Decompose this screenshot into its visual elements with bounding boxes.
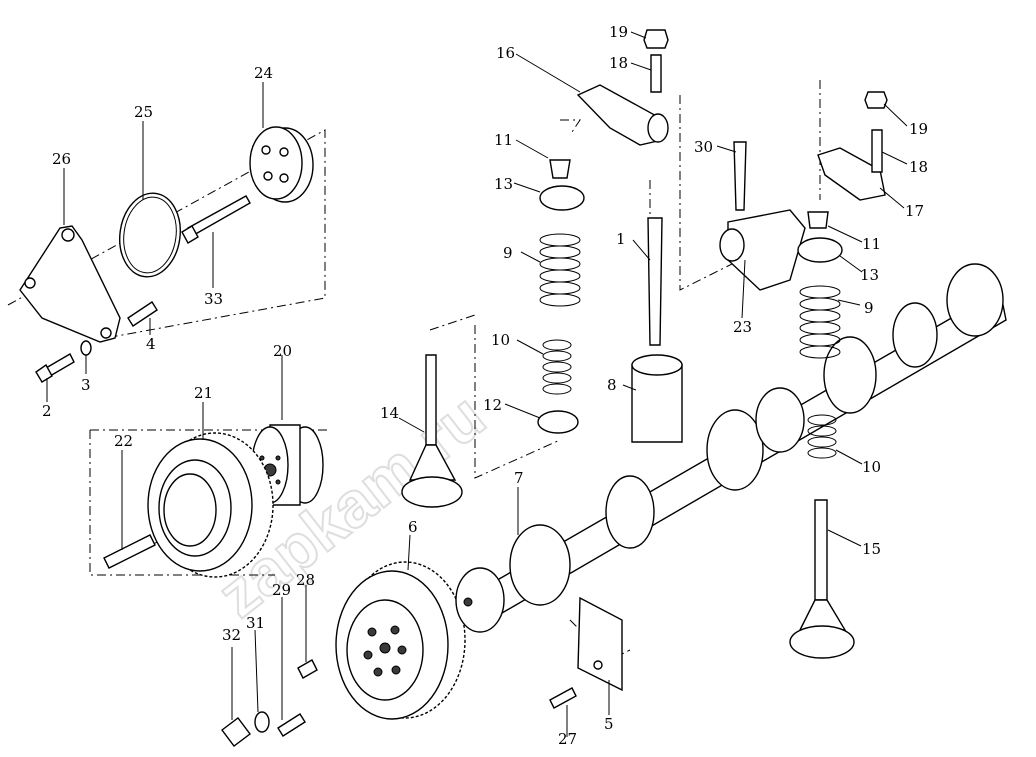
spring-seat-part-13b [797,237,843,263]
push-rod-part-1 [647,217,663,346]
spring-washer-part-12 [537,410,579,434]
camshaft-part-7 [455,263,1007,633]
label-18a: 18 [609,54,628,72]
label-32: 32 [222,626,241,644]
valve-spring-part-9 [539,233,581,307]
label-2: 2 [42,402,52,420]
label-15: 15 [862,540,881,558]
valve-cap-part-11b [807,211,829,229]
label-13a: 13 [494,175,513,193]
washer-part-31 [254,711,270,733]
label-31: 31 [246,614,265,632]
inner-spring-part-10 [542,339,572,395]
tappet-part-8 [631,354,683,443]
leader-lines [46,31,908,737]
label-26: 26 [52,150,71,168]
adjust-screw-part-18b [871,129,883,173]
pin-part-28 [297,659,318,679]
label-24: 24 [254,64,273,82]
label-16: 16 [496,44,515,62]
rocker-arm-part-17 [817,147,886,201]
bolt-part-30 [733,141,747,211]
bolt-part-29 [277,713,306,737]
label-14: 14 [380,404,399,422]
o-ring-part-25 [119,192,181,278]
label-12: 12 [483,396,502,414]
sleeve-part-20 [251,424,324,506]
gear-part-21 [147,432,274,578]
thrust-plate-part-5 [577,596,623,692]
label-22: 22 [114,432,133,450]
cover-plate-part-26 [19,225,121,343]
label-21: 21 [194,384,213,402]
nut-part-19b [864,91,888,109]
label-19a: 19 [609,23,628,41]
label-3: 3 [81,376,91,394]
label-23: 23 [733,318,752,336]
label-17: 17 [905,202,924,220]
label-18b: 18 [909,158,928,176]
nut-part-19 [643,29,669,49]
label-20: 20 [273,342,292,360]
label-11a: 11 [494,131,513,149]
label-4: 4 [146,335,156,353]
pin-part-22 [103,534,156,569]
label-10a: 10 [491,331,510,349]
label-10b: 10 [862,458,881,476]
valve-part-14 [401,354,463,508]
valve-cap-part-11 [549,159,571,179]
label-9a: 9 [503,244,513,262]
adjust-screw-part-18 [650,54,662,93]
flange-part-24 [249,126,314,203]
stud-part-4 [127,301,158,327]
bolt-part-27 [549,687,577,709]
label-1: 1 [616,230,626,248]
part-labels: 1 2 3 4 5 6 7 8 9 9 10 10 11 11 12 13 13… [42,23,928,748]
label-7: 7 [514,469,524,487]
inner-spring-part-10b [807,414,837,459]
label-5: 5 [604,715,614,733]
valve-part-15 [789,499,855,659]
label-28: 28 [296,571,315,589]
rocker-bracket-part-23 [719,209,806,291]
label-27: 27 [558,730,577,748]
bolt-part-32 [221,717,251,747]
washer-part-3 [80,340,92,356]
spring-seat-part-13 [539,185,585,211]
label-13b: 13 [860,266,879,284]
bolt-part-33 [181,195,251,244]
label-29: 29 [272,581,291,599]
label-25: 25 [134,103,153,121]
label-11b: 11 [862,235,881,253]
valve-spring-part-9b [799,285,841,359]
label-9b: 9 [864,299,874,317]
label-19b: 19 [909,120,928,138]
label-6: 6 [408,518,418,536]
label-33: 33 [204,290,223,308]
label-30: 30 [694,138,713,156]
gear-part-6 [335,561,466,720]
label-8: 8 [607,376,617,394]
